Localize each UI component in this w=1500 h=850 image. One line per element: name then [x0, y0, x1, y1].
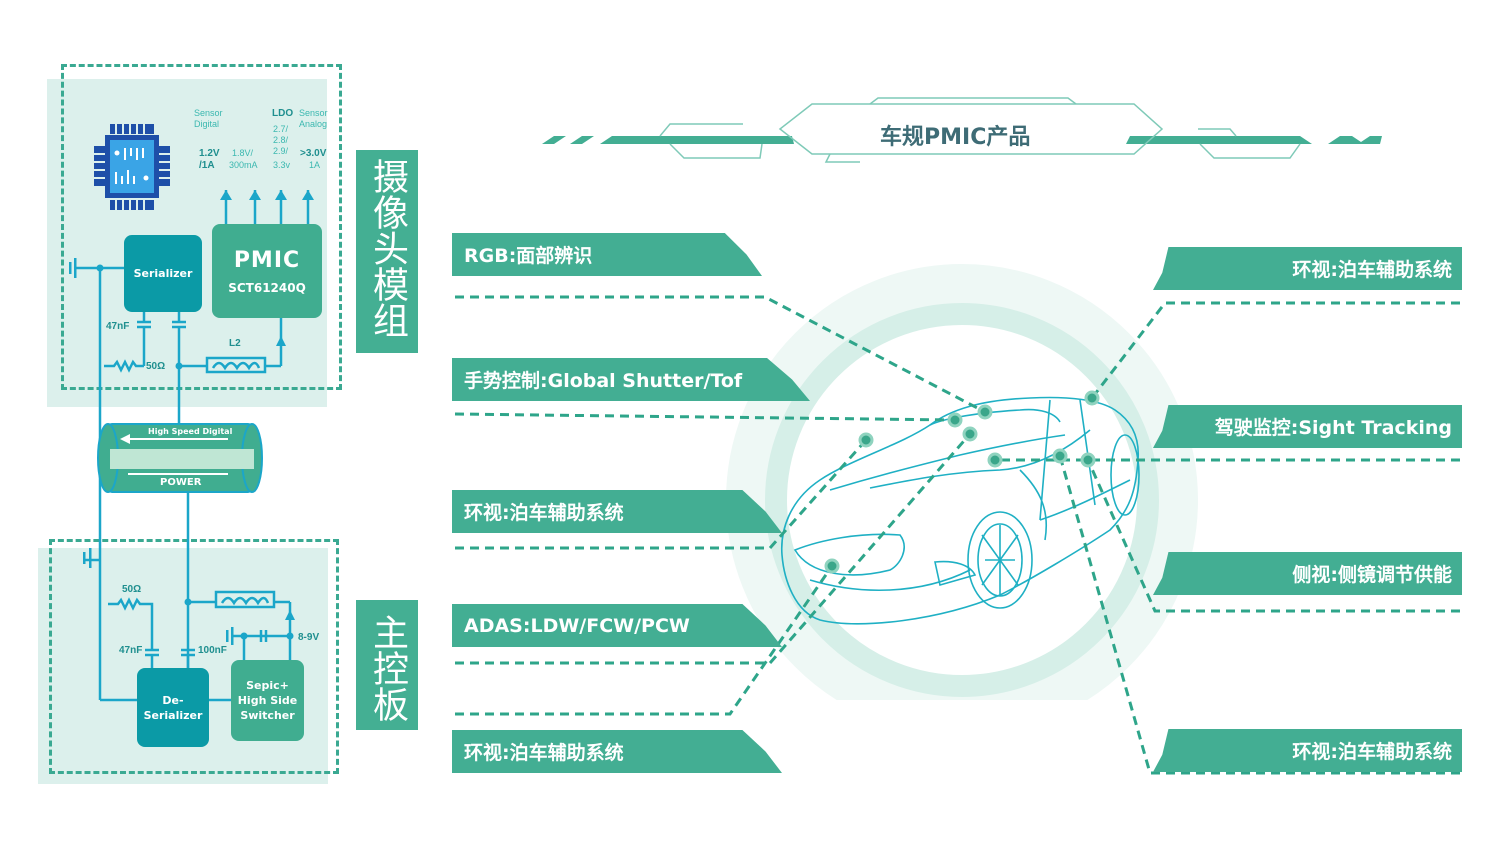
sensor-dot-adas	[962, 426, 978, 442]
camera-resistor-label: 50Ω	[146, 361, 166, 372]
app-tag-gesture-control: 手势控制:Global Shutter/Tof	[452, 358, 810, 401]
app-tag-label: 驾驶监控:Sight Tracking	[1214, 417, 1452, 439]
circuit-wiring	[69, 190, 314, 702]
voltage-8-9v-label: 8-9V	[298, 632, 320, 643]
leader-adas	[455, 433, 972, 665]
rail-2-arrow-icon	[249, 190, 261, 200]
sensor-digital-label: Sensor Digital	[194, 108, 223, 129]
rail-4-voltage: >3.0V	[300, 148, 327, 159]
camera-module-dashed-border	[61, 64, 342, 390]
deserializer-label: De-Serializer	[143, 693, 203, 722]
sensor-analog-label: Sensor Analog	[299, 108, 328, 129]
app-tag-label: 手势控制:Global Shutter/Tof	[464, 370, 743, 392]
rail-1-voltage: 1.2V	[199, 148, 220, 159]
rail-3-voltage: 2.7/ 2.8/ 2.9/	[273, 124, 289, 156]
main-resistor-label: 50Ω	[122, 584, 142, 595]
pmic-block: PMIC SCT61240Q	[212, 224, 322, 318]
app-tag-label: 环视:泊车辅助系统	[1292, 259, 1452, 281]
rail-1-current: /1A	[199, 160, 215, 171]
sensor-dot-rgb	[977, 404, 993, 420]
app-tag-label: 侧视:侧镜调节供能	[1292, 564, 1452, 586]
serializer-label: Serializer	[133, 267, 193, 280]
camera-cap-label: 47nF	[106, 321, 130, 332]
image-sensor-chip-icon	[94, 124, 170, 210]
app-tag-label: ADAS:LDW/FCW/PCW	[464, 614, 690, 637]
cable-top-label: High Speed Digital	[148, 427, 233, 436]
app-tag-label: RGB:面部辨识	[464, 245, 593, 267]
sepic-switcher-label: Sepic+ High Side Switcher	[237, 679, 298, 722]
app-tag-label: 环视:泊车辅助系统	[464, 742, 624, 764]
main-cap2-label: 100nF	[198, 645, 227, 656]
leader-surround-front	[455, 439, 868, 550]
page-title: 车规PMIC产品	[880, 125, 1031, 150]
app-tag-surround-view-1: 环视:泊车辅助系统	[452, 490, 782, 533]
app-tag-rgb-face-recognition: RGB:面部辨识	[452, 233, 762, 276]
cable-bottom-label: POWER	[160, 477, 202, 488]
app-tag-surround-view-2: 环视:泊车辅助系统	[452, 730, 782, 773]
serializer-block: Serializer	[124, 235, 202, 312]
rail-2-voltage: 1.8V/	[232, 148, 254, 158]
ground-icon	[69, 262, 72, 274]
main-board-dashed-border	[49, 539, 339, 774]
sensor-dot-gesture	[947, 412, 963, 428]
pmic-label: PMIC	[233, 247, 301, 273]
app-tag-label: 环视:泊车辅助系统	[1292, 741, 1452, 763]
rail-3-current: 3.3v	[273, 160, 291, 170]
sensor-dot-mirror	[1052, 448, 1068, 464]
leader-surround-bottom	[455, 565, 834, 716]
camera-module-side-label: 摄像头模组	[356, 150, 418, 353]
cable-icon	[97, 423, 263, 493]
pmic-part-number: SCT61240Q	[228, 280, 306, 295]
leader-surround-right-top	[1090, 301, 1460, 399]
app-tag-label: 环视:泊车辅助系统	[464, 502, 624, 524]
sensor-dot-driver	[987, 452, 1003, 468]
rail-2-current: 300mA	[229, 160, 258, 170]
leader-side-mirror	[1086, 459, 1460, 613]
sensor-dot-grille	[824, 558, 840, 574]
app-tag-driver-monitoring: 驾驶监控:Sight Tracking	[1153, 405, 1462, 448]
title-banner	[542, 97, 1382, 163]
leader-surround-right-bottom	[1058, 455, 1460, 775]
app-tag-side-view: 侧视:侧镜调节供能	[1153, 552, 1462, 595]
ldo-label: LDO	[272, 108, 294, 119]
sepic-switcher-block: Sepic+ High Side Switcher	[231, 660, 304, 741]
app-tag-adas: ADAS:LDW/FCW/PCW	[452, 604, 782, 647]
inductor-l2-label: L2	[229, 338, 241, 349]
main-cap1-label: 47nF	[119, 645, 143, 656]
rail-4-current: 1A	[309, 160, 321, 170]
app-tag-surround-view-right-2: 环视:泊车辅助系统	[1153, 729, 1462, 772]
inner-ring	[765, 303, 1159, 697]
leader-gesture	[454, 412, 956, 422]
sensor-dot-side	[1080, 452, 1096, 468]
app-tag-surround-view-right-1: 环视:泊车辅助系统	[1153, 247, 1462, 290]
rail-3-arrow-icon	[275, 190, 287, 200]
rail-1-arrow-icon	[220, 190, 232, 200]
deserializer-block: De-Serializer	[137, 668, 209, 747]
pmic-feed-arrow-icon	[276, 336, 286, 346]
sensor-dot-front-pillar	[858, 432, 874, 448]
sensor-dot-roof	[1084, 390, 1100, 406]
ground-icon-main	[83, 552, 86, 564]
main-board-side-label: 主控板	[356, 600, 418, 730]
switcher-feed-arrow-icon	[285, 610, 295, 620]
rail-4-arrow-icon	[302, 190, 314, 200]
